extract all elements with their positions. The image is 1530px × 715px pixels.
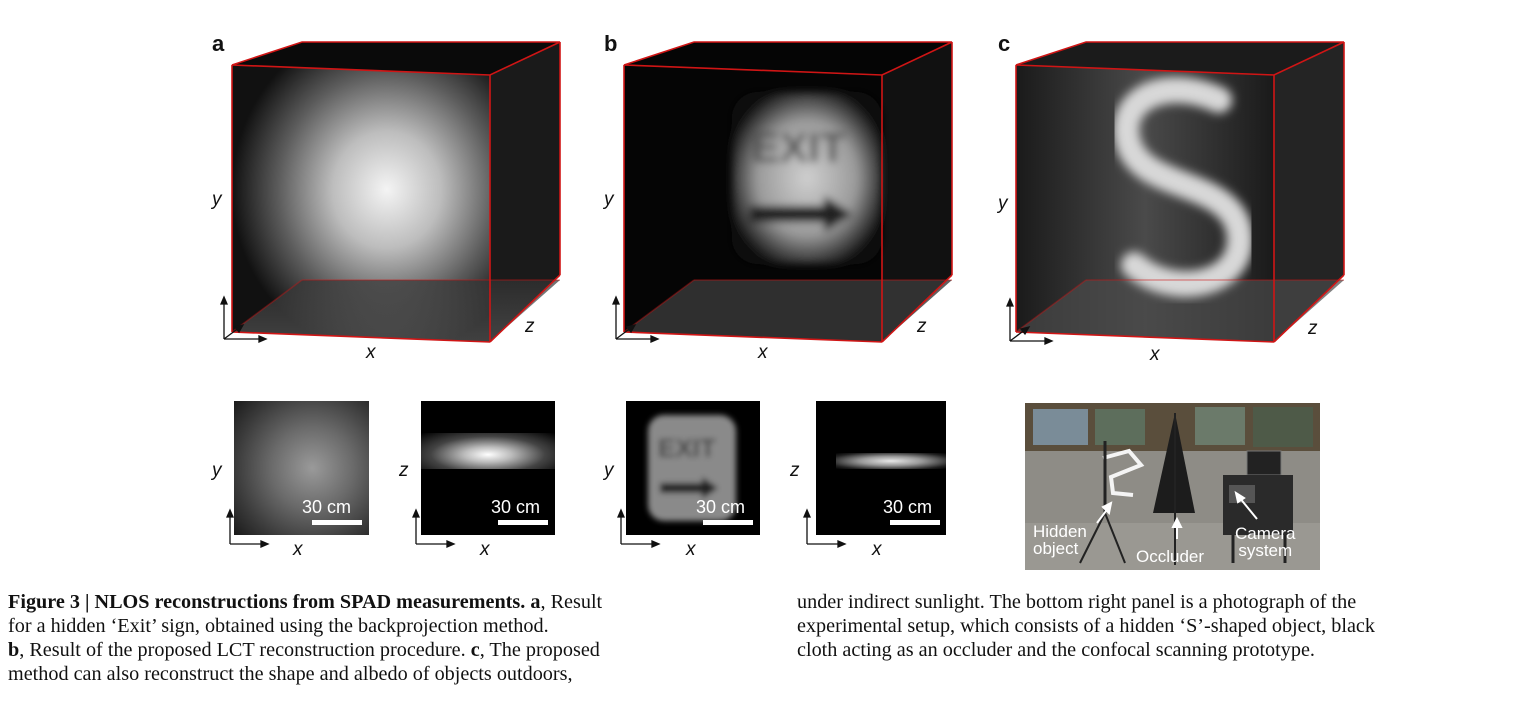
panel-label-c: c	[998, 31, 1011, 56]
axis-triad-icon	[220, 295, 268, 343]
axis-label-y: y	[212, 460, 222, 481]
axis-label-z: z	[1308, 318, 1318, 339]
hidden-object-label-line2: object	[1033, 539, 1079, 558]
axis-label-x: x	[480, 539, 490, 560]
caption-ref-c: c	[470, 639, 480, 661]
axis-label-x: x	[758, 342, 768, 363]
axis-label-x: x	[1150, 344, 1160, 365]
axis-label-y: y	[998, 193, 1008, 214]
caption-text: for a hidden ‘Exit’ sign, obtained using…	[8, 615, 549, 637]
scale-bar	[498, 520, 548, 525]
axis-label-z: z	[790, 460, 800, 481]
cube-b: EXIT	[623, 41, 953, 343]
caption-text: under indirect sunlight. The bottom righ…	[797, 591, 1357, 613]
caption-title: Figure 3 | NLOS reconstructions from SPA…	[8, 591, 526, 613]
scale-label: 30 cm	[883, 497, 933, 517]
camera-system-label-line1: Camera	[1235, 524, 1296, 543]
axis-label-y: y	[604, 189, 614, 210]
caption-text: , Result	[540, 591, 603, 613]
occluder-label: Occluder	[1136, 547, 1205, 566]
caption-text: , The proposed	[479, 639, 600, 661]
axis-label-y: y	[604, 460, 614, 481]
scale-bar	[703, 520, 753, 525]
scale-label: 30 cm	[491, 497, 541, 517]
axis-label-x: x	[293, 539, 303, 560]
axis-triad-icon	[612, 295, 660, 343]
axis-2d-icon	[226, 508, 270, 548]
caption-ref-a: a	[530, 591, 541, 613]
axis-label-z: z	[399, 460, 409, 481]
cube-c	[1015, 41, 1345, 343]
hidden-object-label: Hidden object	[1033, 523, 1087, 557]
axis-triad-icon	[1006, 297, 1054, 345]
hidden-object-label-line1: Hidden	[1033, 522, 1087, 541]
camera-system-label: Camera system	[1235, 525, 1295, 559]
caption-text: , Result of the proposed LCT reconstruct…	[19, 639, 471, 661]
axis-2d-icon	[412, 508, 456, 548]
scale-label: 30 cm	[302, 497, 352, 517]
axis-label-z: z	[525, 316, 535, 337]
axis-label-y: y	[212, 189, 222, 210]
slice-image: 30 cm	[234, 401, 369, 535]
camera-system-label-line2: system	[1238, 541, 1293, 560]
axis-label-x: x	[686, 539, 696, 560]
axis-label-x: x	[366, 342, 376, 363]
slice-image: EXIT 30 cm	[626, 401, 760, 535]
axis-2d-icon	[803, 508, 847, 548]
axis-2d-icon	[617, 508, 661, 548]
slice-image: 30 cm	[421, 401, 555, 535]
caption-left: Figure 3 | NLOS reconstructions from SPA…	[8, 590, 602, 686]
svg-text:EXIT: EXIT	[752, 124, 846, 171]
slice-image: 30 cm	[816, 401, 946, 535]
axis-label-z: z	[917, 316, 927, 337]
scale-bar	[312, 520, 362, 525]
caption-ref-b: b	[8, 639, 20, 661]
setup-photo: Hidden object Occluder Camera system	[1025, 403, 1320, 570]
axis-label-x: x	[872, 539, 882, 560]
caption-right: under indirect sunlight. The bottom righ…	[797, 590, 1375, 662]
scale-label: 30 cm	[696, 497, 746, 517]
svg-text:EXIT: EXIT	[658, 433, 716, 463]
scale-bar	[890, 520, 940, 525]
caption-text: cloth acting as an occluder and the conf…	[797, 639, 1315, 661]
caption-text: experimental setup, which consists of a …	[797, 615, 1375, 637]
cube-a	[231, 41, 561, 343]
caption-text: method can also reconstruct the shape an…	[8, 663, 573, 685]
panel-label-b: b	[604, 31, 618, 56]
panel-label-a: a	[212, 31, 225, 56]
